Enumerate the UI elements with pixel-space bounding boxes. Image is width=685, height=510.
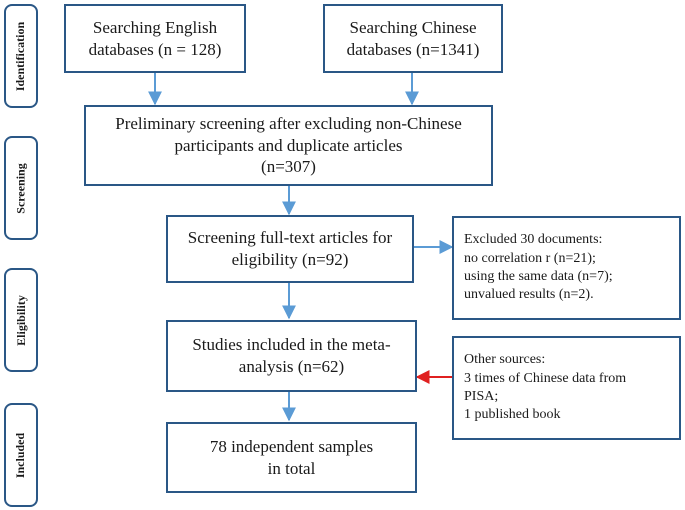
- stage-included: Included: [4, 403, 38, 507]
- box-excluded-line-1: Excluded 30 documents:: [464, 232, 603, 248]
- box-chinese-line-1: Searching Chinese: [349, 17, 477, 37]
- box-excluded-line-4: unvalued results (n=2).: [464, 287, 594, 303]
- box-other-sources: Other sources: 3 times of Chinese data f…: [452, 336, 681, 440]
- stage-identification: Identification: [4, 4, 38, 108]
- box-included-line-2: analysis (n=62): [238, 357, 345, 376]
- box-other-line-2: 3 times of Chinese data from: [464, 370, 627, 386]
- box-excluded-line-3: using the same data (n=7);: [464, 269, 613, 284]
- box-included-line-1: Studies included in the meta-: [192, 335, 391, 355]
- box-english-line-1: Searching English: [92, 17, 218, 37]
- box-chinese-line-2: databases (n=1341): [346, 39, 480, 59]
- box-fulltext-screening: Screening full-text articles for eligibi…: [166, 215, 414, 283]
- box-total-samples: 78 independent samples in total: [166, 422, 417, 493]
- stage-screening: Screening: [4, 136, 38, 240]
- box-fulltext-line-2: eligibility (n=92): [231, 250, 349, 269]
- box-excluded-line-2: no correlation r (n=21);: [464, 250, 596, 266]
- box-chinese-databases: Searching Chinese databases (n=1341): [323, 4, 503, 73]
- box-other-line-4: 1 published book: [464, 407, 561, 423]
- box-other-line-1: Other sources:: [464, 352, 546, 368]
- box-studies-included: Studies included in the meta- analysis (…: [166, 320, 417, 392]
- box-total-line-2: in total: [267, 458, 316, 478]
- box-total-line-1: 78 independent samples: [209, 436, 374, 456]
- box-excluded-documents: Excluded 30 documents: no correlation r …: [452, 216, 681, 320]
- box-preliminary-line-1: Preliminary screening after excluding no…: [115, 113, 462, 133]
- box-preliminary-screening: Preliminary screening after excluding no…: [84, 105, 493, 186]
- box-preliminary-line-2: participants and duplicate articles: [174, 135, 403, 155]
- box-english-line-2: databases (n = 128): [88, 39, 222, 59]
- box-fulltext-line-1: Screening full-text articles for: [187, 228, 393, 248]
- box-other-line-3: PISA;: [464, 389, 499, 404]
- box-preliminary-line-3: (n=307): [261, 157, 316, 177]
- stage-eligibility: Eligibility: [4, 268, 38, 372]
- box-english-databases: Searching English databases (n = 128): [64, 4, 246, 73]
